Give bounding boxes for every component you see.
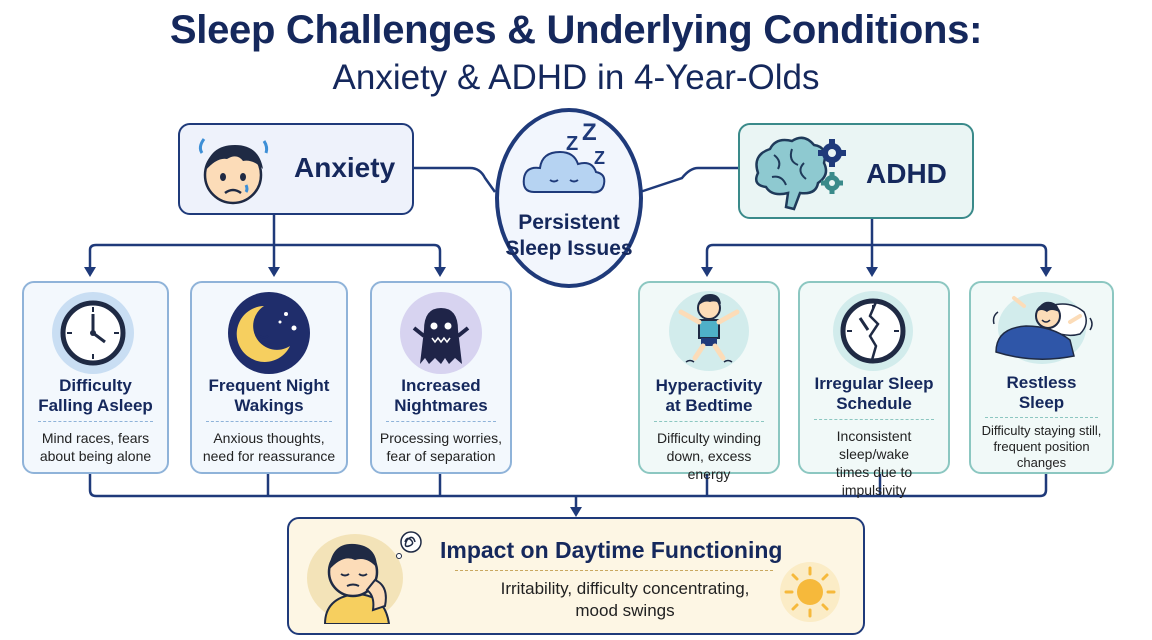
- card-title: Difficulty Falling Asleep: [24, 376, 167, 416]
- card-title-line1: Restless: [1006, 373, 1077, 392]
- hub-label-line2: Sleep Issues: [505, 237, 633, 260]
- card-increased-nightmares: Increased Nightmares Processing worries,…: [370, 281, 512, 474]
- page-title: Sleep Challenges & Underlying Conditions…: [169, 8, 983, 52]
- card-divider: [814, 419, 934, 420]
- card-title-line2: Nightmares: [394, 396, 488, 415]
- card-desc-line1: Difficulty staying still,: [981, 423, 1102, 438]
- card-desc-line2: about being alone: [39, 448, 152, 464]
- sleeping-cloud-icon: Z Z Z: [522, 119, 606, 194]
- card-title-line1: Frequent Night: [208, 376, 330, 395]
- card-divider: [985, 417, 1098, 418]
- card-desc-line1: Anxious thoughts,: [213, 430, 325, 446]
- card-title-line1: Irregular Sleep: [814, 374, 934, 393]
- adhd-label: ADHD: [866, 158, 947, 189]
- card-desc-line2: down, excess energy: [666, 448, 752, 482]
- card-desc-line1: Inconsistent sleep/wake: [836, 428, 912, 462]
- card-title: Irregular Sleep Schedule: [800, 374, 948, 414]
- page-subtitle: Anxiety & ADHD in 4-Year-Olds: [332, 58, 820, 97]
- svg-text:Z: Z: [566, 133, 578, 155]
- card-title-line2: Sleep: [1018, 393, 1065, 412]
- sun-icon: [780, 562, 840, 622]
- card-desc-line3: changes: [1016, 455, 1067, 470]
- card-description: Mind races, fears about being alone: [28, 429, 163, 465]
- monster-icon: [400, 292, 482, 374]
- jumping-child-icon: [669, 291, 749, 371]
- svg-text:Z: Z: [594, 148, 605, 168]
- card-description: Inconsistent sleep/wake times due to imp…: [804, 427, 944, 499]
- card-title-line2: at Bedtime: [665, 396, 753, 415]
- card-desc-line1: Difficulty winding: [656, 430, 761, 446]
- impact-title: Impact on Daytime Functioning: [440, 537, 783, 563]
- card-divider: [386, 421, 496, 422]
- card-title: Restless Sleep: [971, 373, 1112, 413]
- card-description: Anxious thoughts, need for reassurance: [196, 429, 342, 465]
- card-title-line2: Schedule: [836, 394, 912, 413]
- card-desc-line1: Mind races, fears: [41, 430, 150, 446]
- worried-child-icon: [198, 138, 269, 205]
- card-divider: [206, 421, 332, 422]
- card-description: Processing worries, fear of separation: [376, 429, 506, 465]
- card-title-line1: Hyperactivity: [655, 376, 763, 395]
- broken-clock-icon: [833, 291, 913, 371]
- clock-icon: [52, 292, 134, 374]
- card-description: Difficulty staying still, frequent posit…: [975, 423, 1108, 471]
- impact-desc-line2: mood swings: [575, 601, 675, 620]
- card-divider: [654, 421, 764, 422]
- card-divider: [38, 421, 153, 422]
- svg-text:Z: Z: [582, 119, 597, 146]
- card-description: Difficulty winding down, excess energy: [644, 429, 774, 483]
- card-title-line2: Wakings: [234, 396, 304, 415]
- hub-label-line1: Persistent: [518, 211, 620, 234]
- card-desc-line2: frequent position: [993, 439, 1090, 454]
- card-frequent-night-wakings: Frequent Night Wakings Anxious thoughts,…: [190, 281, 348, 474]
- card-desc-line2: times due to impulsivity: [835, 464, 913, 498]
- impact-divider: [455, 570, 773, 571]
- restless-sleeper-icon: [992, 292, 1093, 364]
- card-irregular-sleep-schedule: Irregular Sleep Schedule Inconsistent sl…: [798, 281, 950, 498]
- impact-desc-line1: Irritability, difficulty concentrating,: [500, 579, 750, 598]
- card-desc-line2: need for reassurance: [202, 448, 336, 464]
- card-title-line1: Increased: [401, 376, 481, 395]
- crescent-moon-icon: [228, 292, 310, 374]
- tired-child-icon: [307, 531, 422, 624]
- brain-gears-icon: [755, 136, 846, 211]
- card-title-line2: Falling Asleep: [38, 396, 153, 415]
- impact-description: Irritability, difficulty concentrating, …: [455, 578, 795, 622]
- card-title: Hyperactivity at Bedtime: [640, 376, 778, 416]
- card-title: Increased Nightmares: [372, 376, 510, 416]
- card-desc-line1: Processing worries,: [379, 430, 503, 446]
- card-desc-line2: fear of separation: [386, 448, 496, 464]
- anxiety-label: Anxiety: [294, 152, 396, 183]
- hub-circle: [495, 108, 643, 288]
- card-title: Frequent Night Wakings: [192, 376, 346, 416]
- card-title-line1: Difficulty: [59, 376, 132, 395]
- hub-label: Persistent Sleep Issues: [495, 210, 643, 262]
